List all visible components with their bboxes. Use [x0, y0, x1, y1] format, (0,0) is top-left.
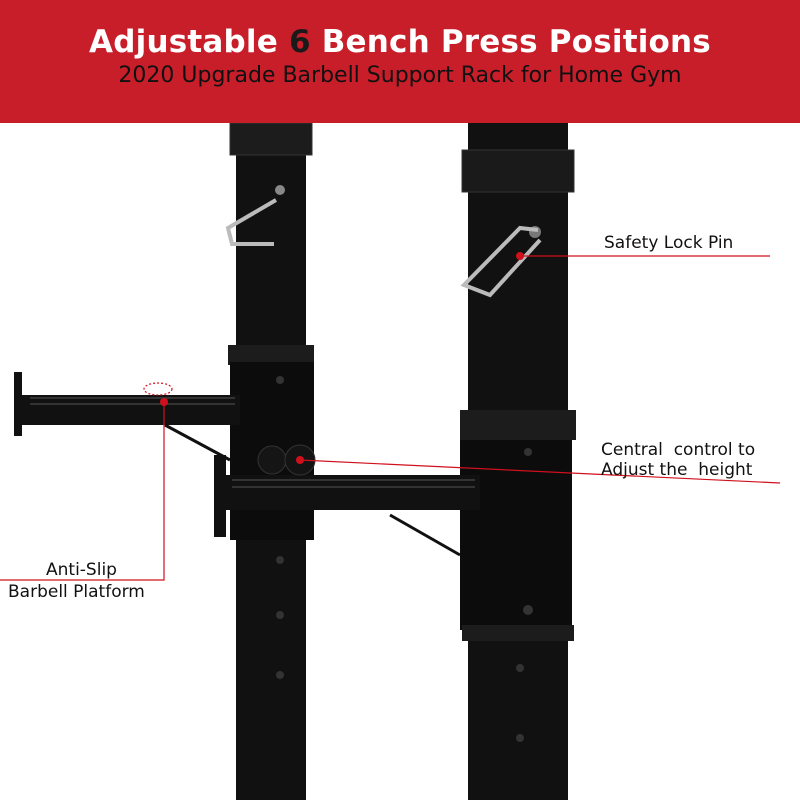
callout-central-control-line1: Central control to	[601, 440, 756, 460]
callout-lines	[0, 255, 781, 581]
callout-central-control-line2: Adjust the height	[601, 460, 753, 480]
product-image-barbell-rack	[0, 123, 781, 800]
callout-safety-lock-pin: Safety Lock Pin	[604, 233, 734, 253]
page-subtitle: 2020 Upgrade Barbell Support Rack for Ho…	[118, 63, 682, 88]
page-title: Adjustable 6 Bench Press Positions	[89, 24, 711, 60]
callout-anti-slip-line1: Anti-Slip	[46, 560, 117, 580]
callout-anti-slip-line2: Barbell Platform	[8, 582, 145, 602]
header-banner: Adjustable 6 Bench Press Positions 2020 …	[0, 0, 800, 123]
